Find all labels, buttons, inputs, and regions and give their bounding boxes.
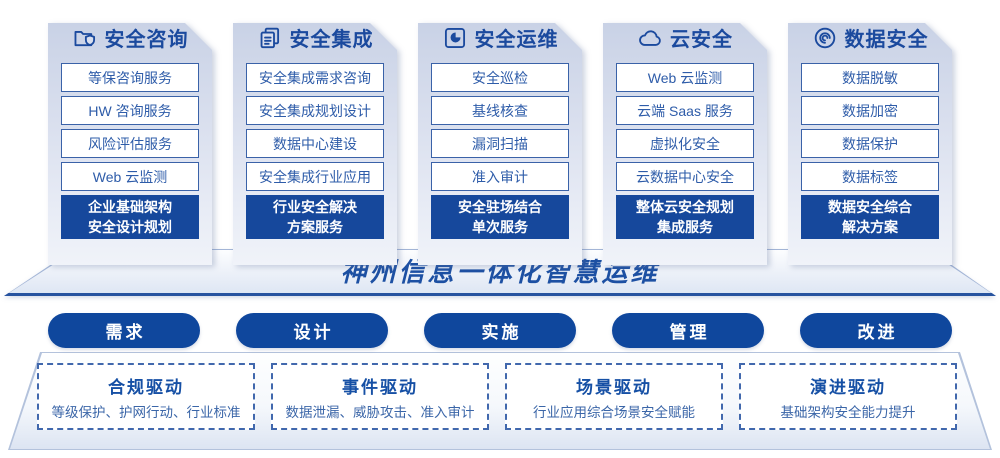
banner-bottom-line (4, 293, 996, 296)
service-item: 虚拟化安全 (616, 129, 754, 158)
process-pill-management: 管理 (612, 313, 764, 348)
driver-box-compliance: 合规驱动 等级保护、护网行动、行业标准 (37, 363, 255, 430)
cloud-icon (637, 25, 663, 51)
service-card-operations: 安全运维 安全巡检 基线核查 漏洞扫描 准入审计 安全驻场结合 单次服务 (418, 8, 582, 265)
service-item: 云数据中心安全 (616, 162, 754, 191)
featured-service: 数据安全综合 解决方案 (801, 195, 939, 239)
card-header: 安全运维 (424, 23, 576, 52)
card-title: 安全运维 (474, 29, 559, 51)
process-pill-requirements: 需求 (48, 313, 200, 348)
copy-docs-icon (257, 25, 283, 51)
driver-title: 合规驱动 (108, 377, 184, 397)
driver-desc: 数据泄漏、威胁攻击、准入审计 (285, 404, 475, 420)
service-card-consulting: 安全咨询 等保咨询服务 HW 咨询服务 风险评估服务 Web 云监测 企业基础架… (48, 8, 212, 265)
service-item: 基线核查 (431, 96, 569, 125)
process-pill-improvement: 改进 (800, 313, 952, 348)
service-item: 数据加密 (801, 96, 939, 125)
featured-service: 整体云安全规划 集成服务 (616, 195, 754, 239)
card-header: 数据安全 (794, 23, 946, 52)
service-item: 安全集成规划设计 (246, 96, 384, 125)
card-title: 云安全 (670, 29, 733, 51)
service-item: 数据脱敏 (801, 63, 939, 92)
service-item: 安全集成需求咨询 (246, 63, 384, 92)
service-item: 数据保护 (801, 129, 939, 158)
card-header: 安全咨询 (54, 23, 206, 52)
driver-title: 事件驱动 (342, 377, 418, 397)
service-item: 安全集成行业应用 (246, 162, 384, 191)
service-item: 数据标签 (801, 162, 939, 191)
driver-box-evolution: 演进驱动 基础架构安全能力提升 (739, 363, 957, 430)
fingerprint-icon (812, 25, 838, 51)
service-card-data: 数据安全 数据脱敏 数据加密 数据保护 数据标签 数据安全综合 解决方案 (788, 8, 952, 265)
service-item: 云端 Saas 服务 (616, 96, 754, 125)
card-title: 数据安全 (844, 29, 929, 51)
driver-title: 演进驱动 (810, 377, 886, 397)
service-cards-row: 安全咨询 等保咨询服务 HW 咨询服务 风险评估服务 Web 云监测 企业基础架… (48, 8, 952, 265)
driver-box-event: 事件驱动 数据泄漏、威胁攻击、准入审计 (271, 363, 489, 430)
service-card-integration: 安全集成 安全集成需求咨询 安全集成规划设计 数据中心建设 安全集成行业应用 行… (233, 8, 397, 265)
driver-desc: 等级保护、护网行动、行业标准 (51, 404, 241, 420)
process-pill-design: 设计 (236, 313, 388, 348)
driver-desc: 行业应用综合场景安全赋能 (533, 404, 695, 420)
process-pill-implementation: 实施 (424, 313, 576, 348)
service-item: 等保咨询服务 (61, 63, 199, 92)
service-item: 漏洞扫描 (431, 129, 569, 158)
featured-service: 企业基础架构 安全设计规划 (61, 195, 199, 239)
service-card-cloud: 云安全 Web 云监测 云端 Saas 服务 虚拟化安全 云数据中心安全 整体云… (603, 8, 767, 265)
service-item: 安全巡检 (431, 63, 569, 92)
monitor-pie-icon (442, 25, 468, 51)
folder-shield-icon (72, 25, 98, 51)
driver-title: 场景驱动 (576, 377, 652, 397)
driver-boxes-row: 合规驱动 等级保护、护网行动、行业标准 事件驱动 数据泄漏、威胁攻击、准入审计 … (37, 363, 957, 430)
service-item: Web 云监测 (616, 63, 754, 92)
process-pills-row: 需求 设计 实施 管理 改进 (48, 313, 952, 348)
service-item: 风险评估服务 (61, 129, 199, 158)
card-header: 云安全 (609, 23, 761, 52)
featured-service: 安全驻场结合 单次服务 (431, 195, 569, 239)
featured-service: 行业安全解决 方案服务 (246, 195, 384, 239)
driver-desc: 基础架构安全能力提升 (780, 404, 916, 420)
card-header: 安全集成 (239, 23, 391, 52)
service-item: Web 云监测 (61, 162, 199, 191)
service-item: HW 咨询服务 (61, 96, 199, 125)
service-item: 数据中心建设 (246, 129, 384, 158)
card-title: 安全集成 (289, 29, 374, 51)
card-title: 安全咨询 (104, 29, 189, 51)
service-item: 准入审计 (431, 162, 569, 191)
driver-box-scenario: 场景驱动 行业应用综合场景安全赋能 (505, 363, 723, 430)
